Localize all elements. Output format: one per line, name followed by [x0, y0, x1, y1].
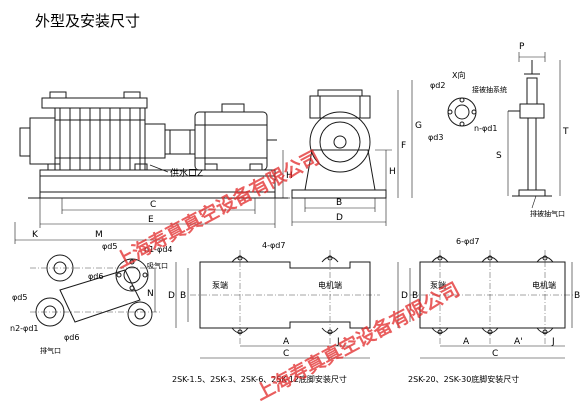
dim-d-large-label: D — [401, 291, 408, 301]
dim-e-label: E — [148, 215, 154, 225]
x-view-label: X向 — [452, 70, 465, 80]
base-large-view: 6-φd7 泵端 电机端 D B B A A' J C 2SK-20、2SK-3… — [397, 237, 580, 384]
dim-b-small-label: B — [180, 291, 186, 301]
dim-t-label: T — [562, 127, 569, 137]
n2-d1-label: n2-φd1 — [10, 324, 39, 333]
dim-c-label: C — [150, 200, 156, 210]
dim-b-front-label: B — [336, 198, 342, 208]
d5-label-top: φd5 — [102, 242, 117, 251]
d2-label: φd2 — [430, 81, 445, 90]
caption-large: 2SK-20、2SK-30底脚安装尺寸 — [408, 374, 519, 384]
flange-link — [59, 269, 141, 323]
water-inlet-label: 供水口Z — [170, 167, 203, 179]
top-manifold — [41, 97, 148, 109]
outlet-label: 排气口 — [40, 346, 61, 355]
bearing-housing — [144, 123, 166, 159]
valve-column — [527, 117, 537, 191]
dim-p-label: P — [519, 42, 525, 52]
front-top-port — [309, 95, 371, 119]
dim-m-label: M — [95, 230, 103, 240]
d3-label: φd3 — [428, 133, 443, 142]
dim-j-large-label: J — [551, 337, 555, 347]
dim-h-front-label: H — [389, 167, 396, 177]
dim-a-small-label: A — [283, 337, 290, 347]
exhaust-label: 排被抽气口 — [530, 209, 565, 218]
holes-large-label: 6-φd7 — [456, 237, 479, 246]
dim-b-large-label: B — [412, 291, 418, 301]
d5-label-bottom: φd5 — [12, 293, 27, 302]
front-base — [291, 189, 387, 199]
pump-end-large: 泵端 — [430, 280, 446, 290]
d6-label-top: φd6 — [88, 272, 103, 281]
dim-s-label: S — [496, 151, 502, 161]
dim-h-side-label: H — [286, 171, 293, 181]
page-title: 外型及安装尺寸 — [35, 12, 141, 30]
system-label: 接被抽系统 — [472, 85, 507, 94]
base-small-view: 4-φd7 泵端 电机端 D B A J C 2SK-1.5、2SK-3、2SK… — [168, 241, 380, 384]
dim-d-front-label: D — [336, 213, 343, 223]
d6-label-bottom: φd6 — [64, 333, 79, 342]
valve-foot — [518, 189, 546, 197]
pump-end-small: 泵端 — [212, 280, 228, 290]
caption-small: 2SK-1.5、2SK-3、2SK-6、2SK-12底脚安装尺寸 — [172, 374, 347, 384]
dim-j-small-label: J — [336, 337, 340, 347]
motor-end-small: 电机端 — [318, 280, 342, 290]
dim-k-label: K — [32, 230, 39, 240]
motor-junction-box — [221, 103, 245, 113]
inlet-label: 吸气口 — [147, 261, 168, 270]
side-view: 供水口Z H C E K M — [14, 91, 293, 244]
valve-body — [519, 103, 545, 119]
dim-b-large-right-label: B — [574, 291, 580, 301]
dim-a-prime-label: A' — [514, 337, 523, 347]
flange-lower-right — [127, 301, 153, 327]
dim-a-large-label: A — [463, 337, 470, 347]
front-pedestal — [304, 149, 376, 191]
holes-small-label: 4-φd7 — [262, 241, 285, 250]
dim-c-small-label: C — [283, 349, 289, 359]
valve-top — [526, 77, 538, 105]
motor — [194, 111, 268, 171]
n1-d4-label: n1-φd4 — [144, 245, 173, 254]
base-small-outline — [199, 261, 371, 329]
callout-leader — [149, 164, 169, 173]
valve-view: X向 φd2 接被抽系统 φd3 n-φd1 P S T 排被抽气口 — [428, 42, 569, 218]
front-view: H B D F G — [291, 80, 422, 226]
dim-g-label: G — [415, 121, 422, 131]
flange-view: N φd5 φd6 n1-φd4 吸气口 φd5 n2-φd1 φd6 排气口 — [10, 242, 173, 355]
dim-d-small-label: D — [168, 291, 175, 301]
pump-end-cap — [29, 117, 56, 165]
n-d1-label: n-φd1 — [474, 124, 497, 133]
dim-c-large-label: C — [492, 349, 498, 359]
front-pump-casing — [309, 111, 371, 173]
dim-f-label: F — [401, 141, 406, 151]
motor-end-large: 电机端 — [532, 280, 556, 290]
dim-n-label: N — [147, 289, 154, 299]
flange-inlet — [115, 258, 149, 292]
